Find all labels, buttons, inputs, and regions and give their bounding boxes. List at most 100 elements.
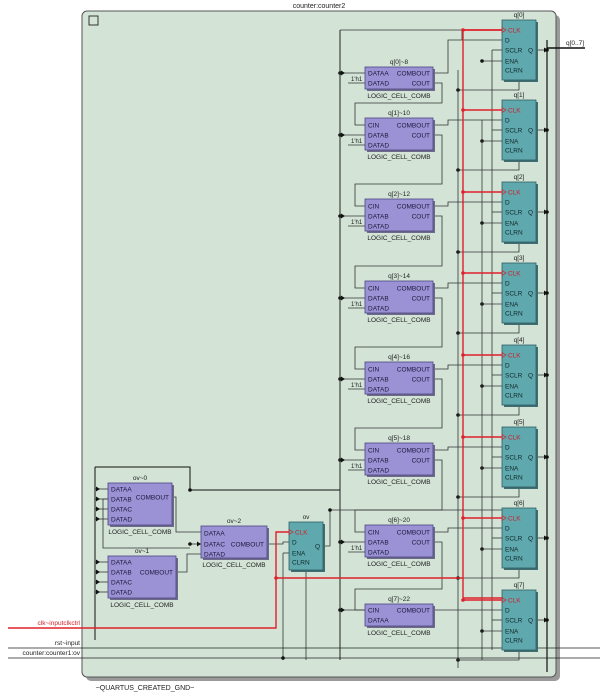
cell-body[interactable] [364, 66, 434, 90]
collapse-toggle-icon[interactable] [88, 15, 99, 26]
logic-cell-ov-0[interactable]: ov~0LOGIC_CELL_COMBDATAADATABDATACDATADC… [107, 475, 174, 536]
module-counter2[interactable]: counter:counter2 ~QUARTUS_CREATED_GND~ [81, 3, 560, 692]
port-label: DATAD [368, 468, 389, 475]
port-label: COUT [412, 377, 430, 384]
port-label: COMBOUT [136, 495, 169, 502]
wire [433, 282, 502, 289]
port-label: DATAC [111, 507, 132, 514]
port-label: Q [528, 536, 533, 543]
ff-body[interactable] [501, 589, 537, 651]
ff-name: ov [303, 514, 311, 521]
cell-body[interactable] [364, 524, 434, 558]
port-label: ENA [292, 551, 306, 558]
cell-name: q[5]~18 [388, 435, 410, 442]
cell-body[interactable] [364, 442, 434, 476]
port-label: CLRN [505, 230, 523, 237]
arrow-icon [341, 607, 345, 613]
ff-body[interactable] [501, 262, 537, 324]
port-label: DATAD [111, 517, 132, 524]
port-label: ENA [505, 384, 519, 391]
port-label: CIN [368, 448, 380, 455]
port-label: DATAA [368, 71, 389, 78]
logic-cell-q-4-16[interactable]: q[4]~16LOGIC_CELL_COMBCINDATABDATADCOMBO… [364, 354, 435, 405]
ff-body[interactable] [501, 19, 537, 81]
logic-cell-q-3-14[interactable]: q[3]~14LOGIC_CELL_COMBCINDATABDATADCOMBO… [364, 273, 435, 324]
wire [458, 405, 520, 416]
port-label: CLK [508, 28, 521, 35]
port-label: Q [528, 455, 533, 462]
cell-type: LOGIC_CELL_COMB [367, 398, 430, 405]
wire [323, 509, 505, 547]
port-label: COMBOUT [397, 608, 430, 615]
logic-cell-q-0-8[interactable]: q[0]~8LOGIC_CELL_COMBDATAADATADCOMBOUTCO… [364, 59, 435, 100]
port-label: ENA [505, 547, 519, 554]
junction-dot [461, 190, 465, 194]
const-label: 1'h1 [351, 302, 363, 308]
arrow-icon [96, 486, 100, 492]
port-label: CLRN [292, 560, 310, 567]
ff-body[interactable] [501, 507, 537, 569]
port-label: Q [528, 291, 533, 298]
cell-body[interactable] [364, 280, 434, 314]
logic-cell-ov-1[interactable]: ov~1LOGIC_CELL_COMBDATAADATABDATACDATADC… [107, 548, 178, 609]
junction-dot [461, 108, 465, 112]
port-label: CLK [508, 598, 521, 605]
logic-cell-q-6-20[interactable]: q[6]~20LOGIC_CELL_COMBCINDATABDATADCOMBO… [364, 517, 435, 568]
junction-dot [188, 488, 192, 492]
cell-body[interactable] [107, 482, 173, 526]
logic-cell-q-5-18[interactable]: q[5]~18LOGIC_CELL_COMBCINDATABDATADCOMBO… [364, 435, 435, 486]
wire [458, 242, 520, 253]
cell-type: LOGIC_CELL_COMB [367, 93, 430, 100]
ff-body[interactable] [501, 344, 537, 406]
arrow-icon [96, 569, 100, 575]
cell-body[interactable] [200, 525, 268, 559]
cell-body[interactable] [364, 117, 434, 151]
ff-body[interactable] [501, 181, 537, 243]
clock-edge-icon [501, 514, 507, 522]
port-label: CLK [295, 530, 308, 537]
q-output-label: q[0..7] [566, 40, 584, 47]
cell-body[interactable] [364, 361, 434, 395]
arrow-icon [341, 457, 345, 463]
clock-edge-icon [501, 433, 507, 441]
logic-cell-q-2-12[interactable]: q[2]~12LOGIC_CELL_COMBCINDATABDATADCOMBO… [364, 191, 435, 242]
wire [354, 215, 443, 289]
clock-edge-icon [501, 188, 507, 196]
ff-body[interactable] [501, 426, 537, 488]
clock-edge-icon [501, 596, 507, 604]
port-label: COUT [412, 458, 430, 465]
cell-body[interactable] [364, 603, 434, 627]
port-label: SCLR [505, 455, 523, 462]
cell-body[interactable] [364, 198, 434, 232]
logic-cell-q-1-10[interactable]: q[1]~10LOGIC_CELL_COMBCINDATABDATADCOMBO… [364, 110, 435, 161]
module-box[interactable] [81, 10, 557, 678]
port-label: ENA [505, 59, 519, 66]
ff-body[interactable] [501, 99, 537, 161]
wire [433, 119, 502, 126]
cell-body[interactable] [107, 555, 177, 599]
logic-cell-ov-2[interactable]: ov~2LOGIC_CELL_COMBDATAADATACDATADCOMBOU… [200, 518, 269, 569]
port-label: CIN [368, 530, 380, 537]
port-label: DATAA [204, 531, 225, 538]
port-label: CLRN [505, 556, 523, 563]
cell-type: LOGIC_CELL_COMB [202, 562, 265, 569]
ff-body[interactable] [288, 521, 324, 571]
cell-name: q[1]~10 [388, 110, 410, 117]
junction-dot [274, 576, 278, 580]
port-label: ENA [505, 629, 519, 636]
port-label: COMBOUT [397, 448, 430, 455]
port-label: D [505, 608, 510, 615]
cell-name: ov~0 [133, 475, 148, 482]
